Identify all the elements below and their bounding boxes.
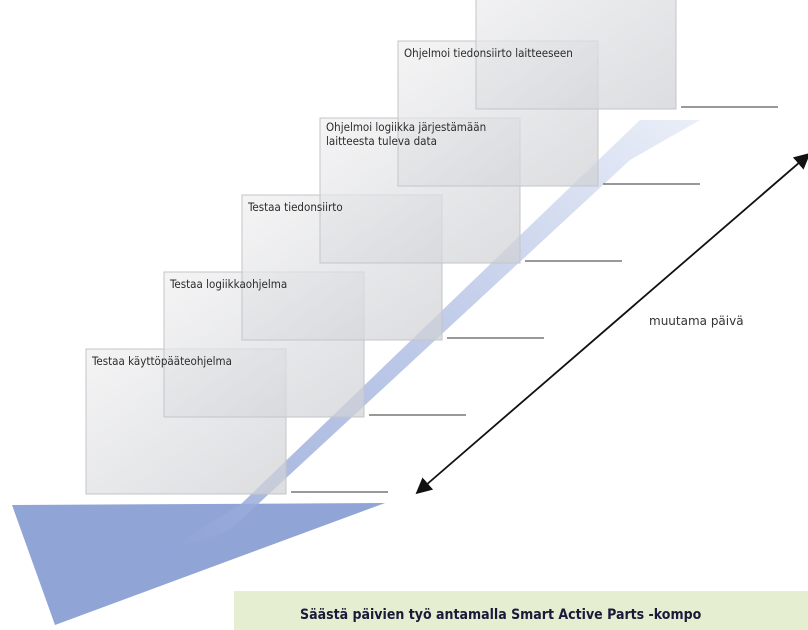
step-panels xyxy=(85,0,677,495)
step-label-line: Ohjelmoi logiikka järjestämään xyxy=(326,120,487,134)
step-label-line: Testaa tiedonsiirto xyxy=(248,200,343,214)
step-label: Testaa käyttöpäätеohjelma xyxy=(92,354,232,368)
pointer-arrow-shape xyxy=(12,503,385,625)
step-label-line: laitteesta tuleva data xyxy=(326,134,437,148)
step-label: Testaa tiedonsiirto xyxy=(248,200,343,214)
step-label-line: Ohjelmoi tiedonsiirto laitteeseen xyxy=(404,46,573,60)
step-label-line: Testaa käyttöpäätеohjelma xyxy=(92,354,232,368)
duration-label: muutama päivä xyxy=(649,314,744,328)
tagline-banner: Säästä päivien työ antamalla Smart Activ… xyxy=(234,591,808,630)
step-panel xyxy=(475,0,677,110)
step-label: Testaa logiikkaohjelma xyxy=(170,277,287,291)
step-label-line: Testaa logiikkaohjelma xyxy=(170,277,288,291)
step-label: Ohjelmoi tiedonsiirto laitteeseen xyxy=(404,46,573,60)
tagline-text: Säästä päivien työ antamalla Smart Activ… xyxy=(300,607,702,623)
duration-arrow xyxy=(415,152,808,495)
